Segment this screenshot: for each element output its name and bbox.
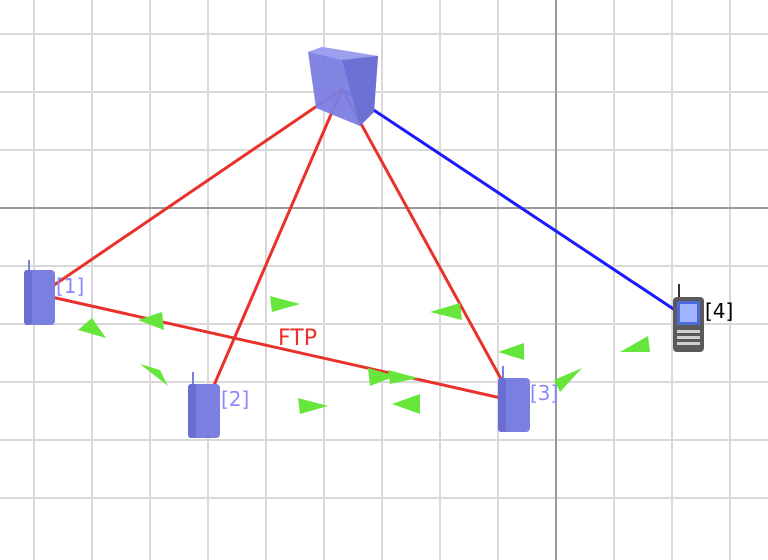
packet-marker: [388, 370, 418, 384]
link-ap-node-4: [341, 87, 688, 320]
node-label: [4]: [705, 299, 733, 323]
link-ap-node-1: [37, 87, 343, 298]
node-3[interactable]: [3]: [498, 366, 558, 432]
node-label: [1]: [56, 274, 84, 298]
packet-marker: [138, 312, 164, 330]
node-4[interactable]: [4]: [673, 284, 733, 352]
node-1[interactable]: [1]: [24, 260, 84, 325]
links-layer: FTP: [37, 87, 688, 407]
link-ap-node-3: [340, 88, 514, 400]
ftp-flow-label: FTP: [278, 326, 317, 351]
packet-marker: [392, 394, 420, 414]
packet-marker: [368, 368, 396, 386]
packets-layer: [78, 296, 650, 414]
packet-marker: [140, 364, 168, 386]
packet-marker: [430, 303, 462, 320]
packet-marker: [298, 398, 328, 414]
ftp-flow-arrow: [37, 292, 512, 403]
packet-marker: [78, 318, 106, 338]
phone-icon: [24, 260, 55, 325]
phone-icon: [498, 366, 530, 432]
phone-icon: [673, 284, 704, 352]
link-ap-node-2: [203, 88, 344, 407]
node-label: [2]: [221, 387, 249, 411]
packet-marker: [270, 296, 300, 312]
access-point-icon: [308, 47, 378, 126]
packet-marker: [498, 343, 524, 360]
node-2[interactable]: [2]: [188, 372, 249, 438]
packet-marker: [554, 368, 582, 392]
packet-marker: [620, 336, 650, 352]
access-point[interactable]: [308, 47, 378, 126]
phone-icon: [188, 372, 220, 438]
node-label: [3]: [530, 381, 558, 405]
